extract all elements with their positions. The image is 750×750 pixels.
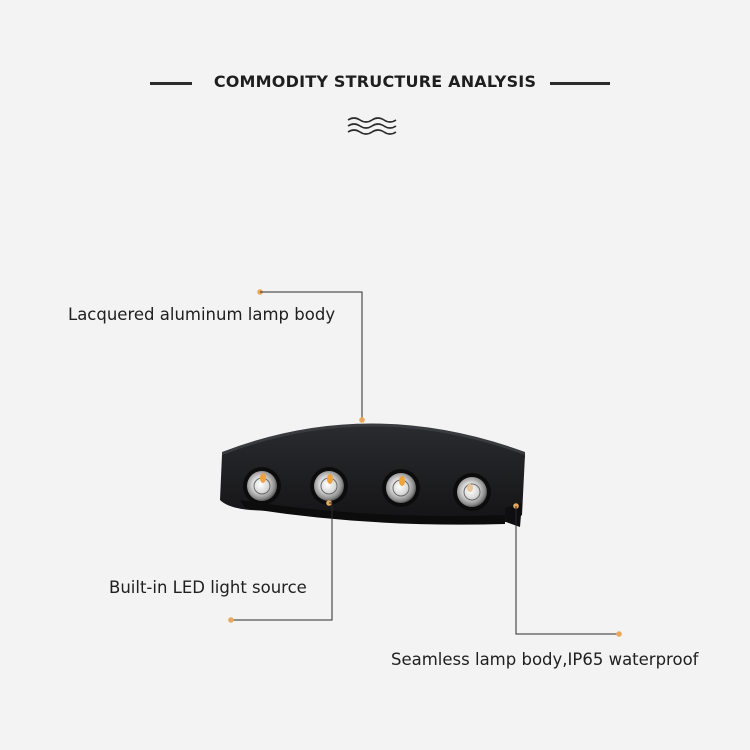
led-1 xyxy=(243,467,281,505)
annotation-lamp-body: Lacquered aluminum lamp body xyxy=(68,305,336,324)
annotation-waterproof: Seamless lamp body,IP65 waterproof xyxy=(391,650,699,669)
callout-seamless xyxy=(513,503,622,637)
callout-dot-end xyxy=(359,417,365,423)
led-3 xyxy=(382,469,420,507)
callout-line xyxy=(260,291,363,420)
title-right-rule xyxy=(550,82,610,85)
title-left-rule xyxy=(150,82,192,85)
annotation-led-source: Built-in LED light source xyxy=(109,578,307,597)
callout-line xyxy=(231,502,333,621)
page-title: COMMODITY STRUCTURE ANALYSIS xyxy=(213,72,537,91)
lamp-illustration xyxy=(220,423,525,527)
wave-icon xyxy=(347,117,397,135)
led-2 xyxy=(310,467,348,505)
callout-led xyxy=(228,500,333,623)
callout-dot-end xyxy=(228,617,234,623)
led-4 xyxy=(453,473,491,511)
callout-line xyxy=(515,506,619,635)
callout-dot-end xyxy=(616,631,622,637)
callout-lamp-body xyxy=(257,289,365,423)
